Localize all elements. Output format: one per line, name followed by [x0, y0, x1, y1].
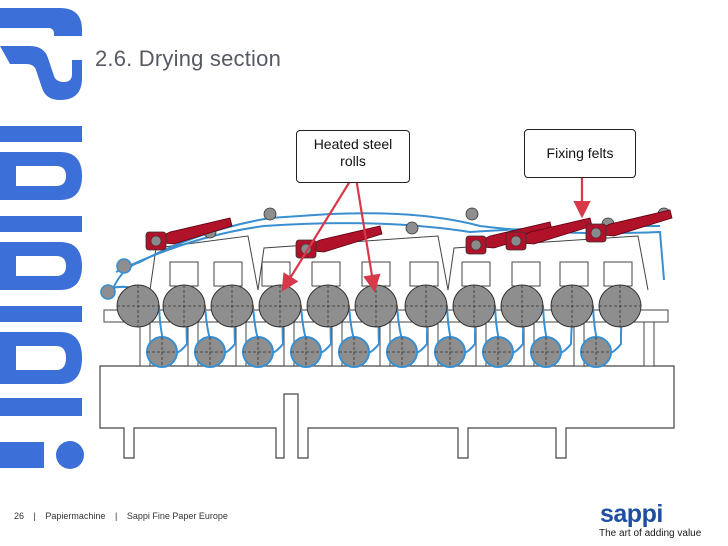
callout-heated-steel-rolls: Heated steel rolls — [296, 130, 410, 183]
motor-hub — [590, 227, 602, 239]
housing-window — [511, 261, 541, 287]
motor-hub — [510, 235, 522, 247]
housing-window — [461, 261, 491, 287]
housing-window — [603, 261, 633, 287]
red-tensioner-frame — [148, 217, 233, 245]
callout-arrows — [281, 177, 591, 293]
callout-fixing-felts-label: Fixing felts — [546, 145, 614, 161]
housing-window — [311, 261, 341, 287]
footer-separator-2: | — [114, 511, 118, 521]
guide-roll — [263, 207, 277, 221]
logo-wordmark: sappi — [600, 500, 663, 528]
guide-roll — [100, 284, 116, 300]
guide-roll — [405, 221, 419, 235]
slide-title: 2.6. Drying section — [95, 46, 281, 71]
housing-window — [261, 261, 291, 287]
guide-roll — [465, 207, 479, 221]
footer: 26 | Papiermachine | Sappi Fine Paper Eu… — [14, 511, 235, 521]
motor-hub — [470, 239, 482, 251]
brand-watermark-strip — [0, 0, 88, 480]
felt-tensioner-frames — [145, 209, 673, 259]
housing-window — [559, 261, 589, 287]
upper-housing — [447, 235, 649, 291]
sappi-logo: sappi The art of adding value — [598, 500, 702, 542]
heated-steel-rolls-upper — [116, 284, 642, 328]
footer-company: Sappi Fine Paper Europe — [126, 511, 228, 521]
housing-window — [213, 261, 243, 287]
housing-window — [409, 261, 439, 287]
upper-housings — [149, 235, 649, 291]
callout-fixing-felts: Fixing felts — [524, 129, 636, 178]
support-pillar — [643, 321, 655, 367]
callout-heated-steel-rolls-label: Heated steel rolls — [313, 136, 393, 169]
housing-window — [169, 261, 199, 287]
guide-roll — [116, 258, 132, 274]
arrow-to-roll-left — [281, 177, 353, 292]
housing-window — [361, 261, 391, 287]
footer-separator: | — [33, 511, 36, 521]
logo-tagline: The art of adding value — [599, 528, 702, 539]
page-number: 26 — [14, 511, 25, 521]
heated-steel-rolls-lower — [100, 207, 671, 368]
red-tensioner-frame — [298, 225, 383, 253]
drying-section-diagram — [99, 177, 675, 459]
red-tensioner-frame — [588, 209, 673, 237]
machine-base-frame — [99, 365, 675, 459]
motor-hub — [150, 235, 162, 247]
arrow-to-roll-right — [354, 177, 381, 293]
red-tensioner-frame — [508, 217, 593, 245]
footer-section: Papiermachine — [45, 511, 106, 521]
